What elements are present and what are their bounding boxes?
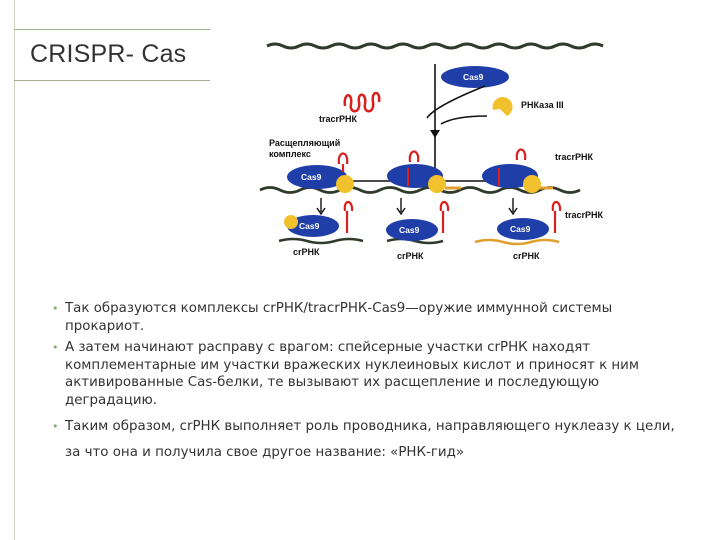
bullet-marker-icon: • <box>52 414 59 440</box>
svg-text:Cas9: Cas9 <box>463 72 484 82</box>
crispr-cas-diagram: Cas9 РНКаза III tracrРНК Расщепляющий ко… <box>255 36 610 272</box>
cleaved-dna-3 <box>475 240 559 244</box>
svg-text:Cas9: Cas9 <box>399 225 420 235</box>
bullet-text: Таким образом, crРНК выполняет роль пров… <box>65 419 675 460</box>
svg-text:tracrРНК: tracrРНК <box>565 210 604 220</box>
cleaved-dna-1 <box>279 239 363 243</box>
svg-text:комплекс: комплекс <box>269 149 311 159</box>
diagram-svg: Cas9 РНКаза III tracrРНК Расщепляющий ко… <box>255 36 610 272</box>
svg-text:tracrРНК: tracrРНК <box>319 114 358 124</box>
svg-text:Cas9: Cas9 <box>299 221 320 231</box>
bullet-list: • Так образуются комплексы crРНК/tracrРНК… <box>52 300 692 470</box>
rnase-iii-icon <box>493 97 513 116</box>
bullet-marker-icon: • <box>52 300 59 318</box>
bullet-text: А затем начинают расправу с врагом: спей… <box>65 340 639 408</box>
svg-text:crРНК: crРНК <box>397 251 424 261</box>
bullet-item: •Таким образом, crРНК выполняет роль про… <box>52 414 692 466</box>
bullet-marker-icon: • <box>52 339 59 357</box>
svg-text:РНКаза III: РНКаза III <box>521 100 564 110</box>
svg-text:Расщепляющий: Расщепляющий <box>269 138 340 148</box>
bullet-item: • А затем начинают расправу с врагом: спе… <box>52 339 692 409</box>
bullet-text: Так образуются комплексы crРНК/tracrРНК-… <box>65 301 612 334</box>
slide-title: CRISPR- Cas <box>30 40 186 69</box>
svg-text:crРНК: crРНК <box>293 247 320 257</box>
svg-text:Cas9: Cas9 <box>510 224 531 234</box>
svg-text:Cas9: Cas9 <box>301 172 322 182</box>
svg-text:tracrРНК: tracrРНК <box>555 152 594 162</box>
crispr-array-dna <box>267 44 603 48</box>
left-rule <box>14 0 15 540</box>
tracr-rna-top <box>345 93 380 111</box>
bullet-item: • Так образуются комплексы crРНК/tracrРНК… <box>52 300 692 335</box>
svg-text:crРНК: crРНК <box>513 251 540 261</box>
